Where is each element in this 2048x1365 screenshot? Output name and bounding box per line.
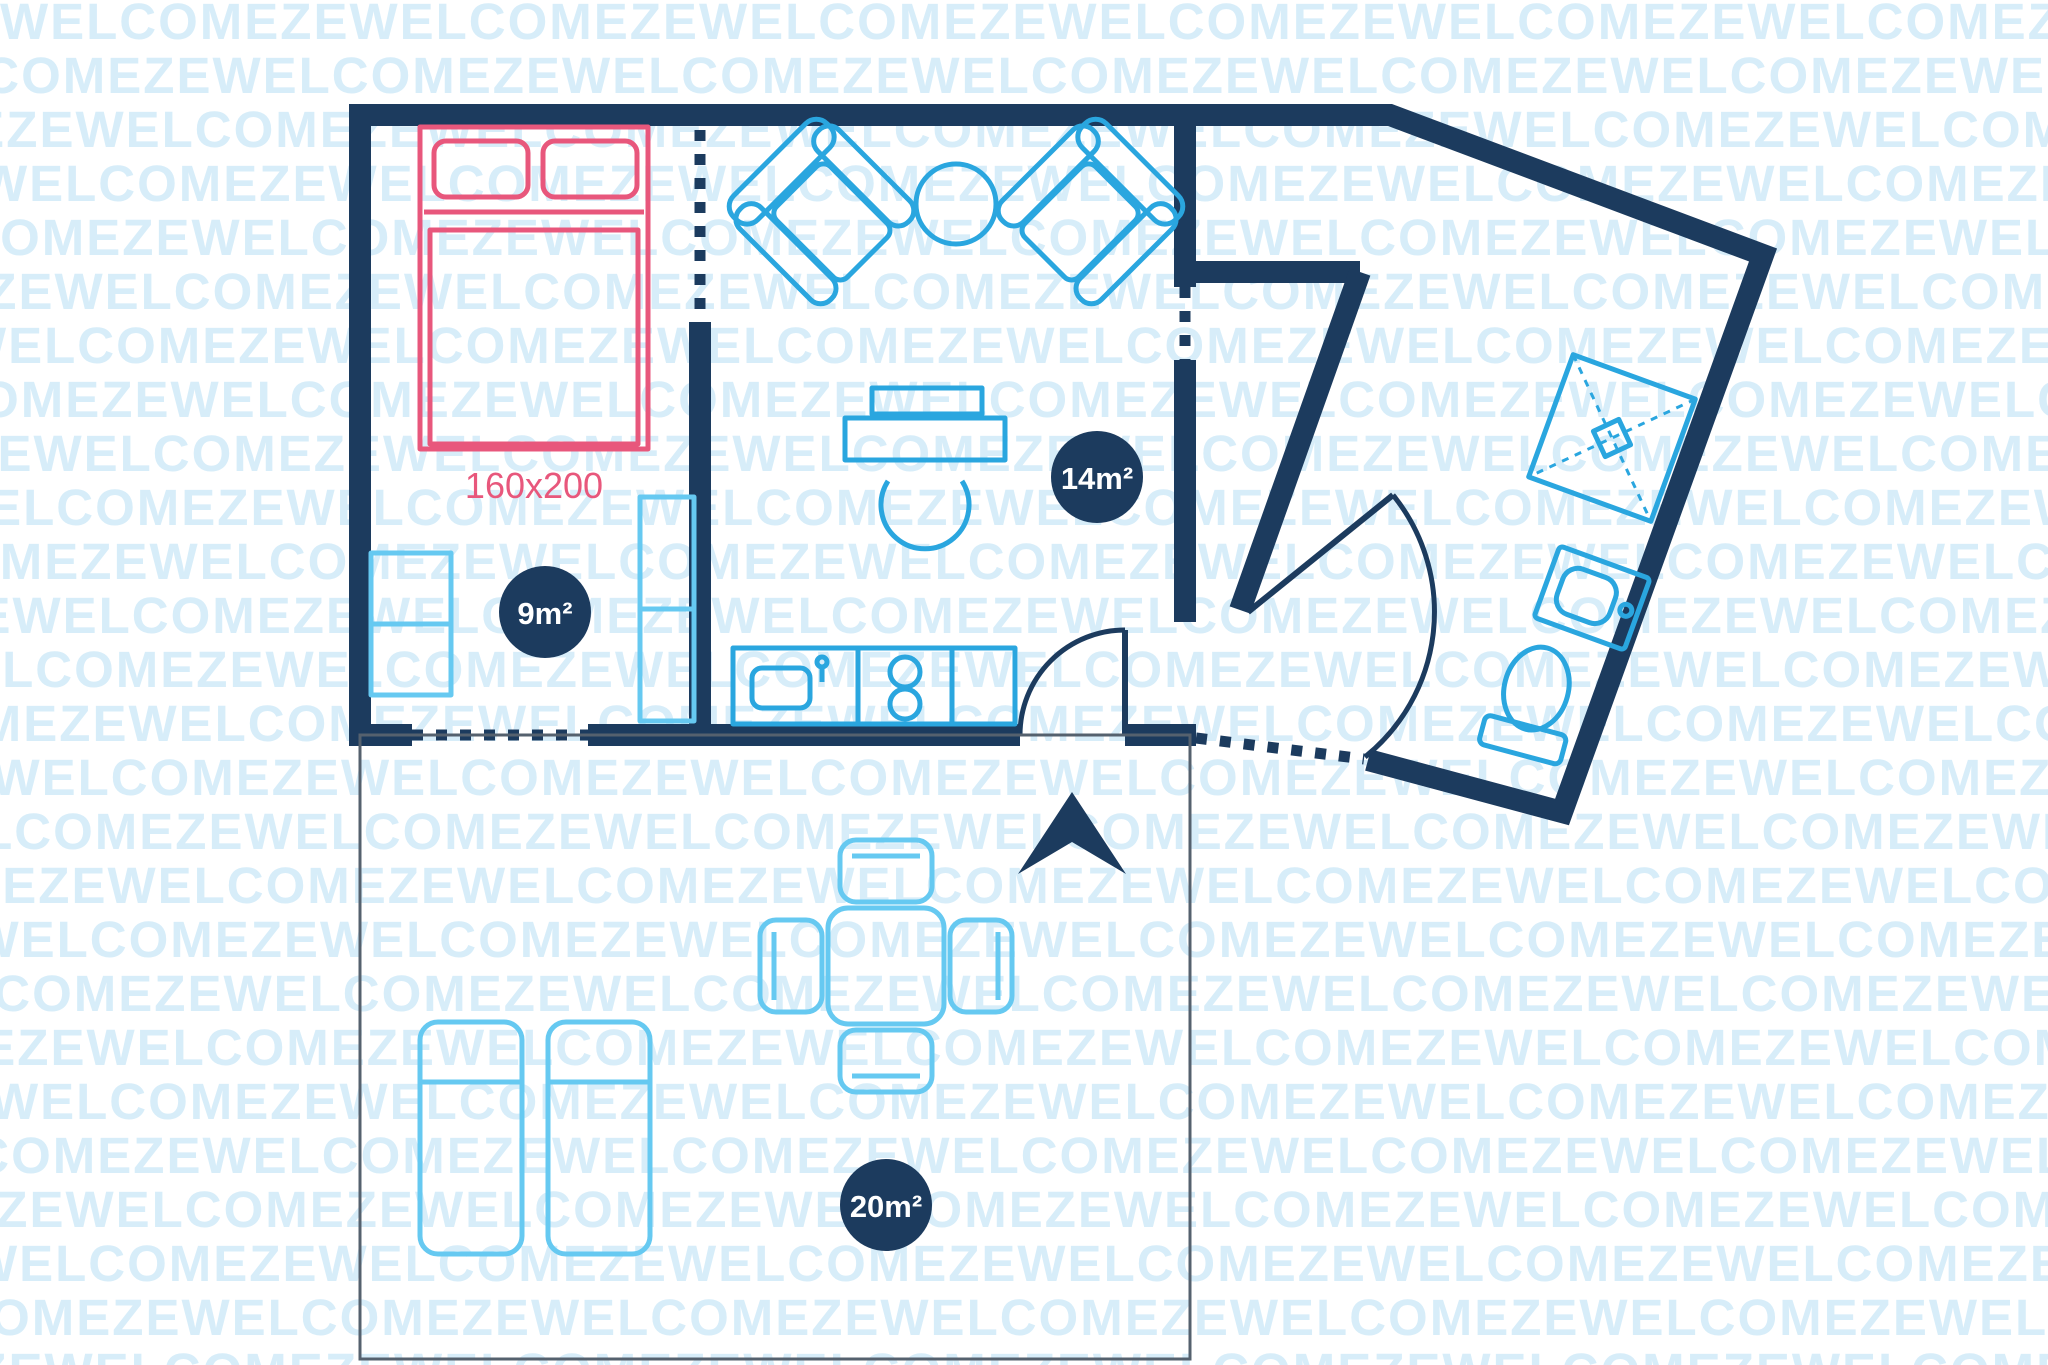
watermark-row: WELCOMEZEWELCOMEZEWELCOMEZEWELCOMEZEWELC… <box>0 965 2048 1022</box>
pillow-left <box>431 138 531 200</box>
outer-wall <box>349 104 1778 826</box>
terrace-outline <box>358 733 1192 1361</box>
armchair-back <box>726 116 837 227</box>
doors <box>1017 492 1437 759</box>
shower-drain <box>1590 416 1634 460</box>
watermark-row: WELCOMEZEWELCOMEZEWELCOMEZEWELCOMEZEWELC… <box>0 1235 2048 1292</box>
terrace-area-label: 20m² <box>850 1189 922 1224</box>
toilet-tank <box>1477 713 1569 767</box>
lounger-right <box>545 1019 653 1257</box>
kitchen-sink <box>749 665 813 711</box>
bedroom-area-label: 9m² <box>517 596 572 631</box>
entrance-arrow-icon <box>1018 792 1126 874</box>
watermark-row: WELCOMEZEWELCOMEZEWELCOMEZEWELCOMEZEWELC… <box>0 641 2048 698</box>
terrace-area-badge <box>840 1159 932 1251</box>
kitchen-counter <box>730 645 1018 727</box>
entrance-door-arc <box>1017 627 1126 736</box>
watermark-row: WELCOMEZEWELCOMEZEWELCOMEZEWELCOMEZEWELC… <box>0 1073 2048 1130</box>
armchair-seat <box>771 161 893 283</box>
toilet <box>1477 644 1572 767</box>
dining-chair-bottom <box>837 1027 935 1095</box>
bed-size-label: 160x200 <box>465 465 603 506</box>
watermark-row: WELCOMEZEWELCOMEZEWELCOMEZEWELCOMEZEWELC… <box>0 587 2048 644</box>
living-room: 14m² <box>726 116 1186 727</box>
bedroom: 160x200 9m² <box>368 124 697 724</box>
watermark-row: WELCOMEZEWELCOMEZEWELCOMEZEWELCOMEZEWELC… <box>0 533 2048 590</box>
watermark-row: WELCOMEZEWELCOMEZEWELCOMEZEWELCOMEZEWELC… <box>0 803 2048 860</box>
armchair-right <box>995 116 1186 307</box>
watermark-row: WELCOMEZEWELCOMEZEWELCOMEZEWELCOMEZEWELC… <box>0 1019 2048 1076</box>
shower-tray <box>1526 352 1698 524</box>
dining-chair-left <box>757 917 825 1015</box>
living-area-badge <box>1051 431 1143 523</box>
lounger-left <box>417 1019 525 1257</box>
bathroom-door-leaf <box>1246 492 1395 615</box>
dining-chair-top <box>837 837 935 905</box>
watermark-row: WELCOMEZEWELCOMEZEWELCOMEZEWELCOMEZEWELC… <box>0 317 2048 374</box>
watermark-row: WELCOMEZEWELCOMEZEWELCOMEZEWELCOMEZEWELC… <box>0 479 2048 536</box>
watermark-row: WELCOMEZEWELCOMEZEWELCOMEZEWELCOMEZEWELC… <box>0 47 2048 104</box>
bathroom-door-arc <box>1363 493 1437 759</box>
bedroom-area-badge <box>499 566 591 658</box>
bathroom-left-wall <box>1229 268 1371 614</box>
watermark-row: WELCOMEZEWELCOMEZEWELCOMEZEWELCOMEZEWELC… <box>0 155 2048 212</box>
shower-diagonal <box>1528 397 1696 479</box>
watermark-row: WELCOMEZEWELCOMEZEWELCOMEZEWELCOMEZEWELC… <box>0 1289 2048 1346</box>
sink-tap <box>1617 601 1635 619</box>
sink-cabinet <box>1532 544 1652 652</box>
armchair-left <box>726 116 917 307</box>
desk-chair <box>878 479 972 552</box>
hallway-window-dashed <box>1195 732 1365 765</box>
bed-blanket <box>427 227 641 447</box>
watermark-row: WELCOMEZEWELCOMEZEWELCOMEZEWELCOMEZEWELC… <box>0 911 2048 968</box>
stove-burner <box>887 654 923 690</box>
side-table <box>913 161 999 247</box>
armchair-back <box>1075 116 1186 227</box>
watermark-row: WELCOMEZEWELCOMEZEWELCOMEZEWELCOMEZEWELC… <box>0 0 2048 50</box>
dining-table <box>825 905 947 1027</box>
walls <box>349 104 1778 826</box>
armchair-armrest <box>1073 201 1179 307</box>
watermark-row: WELCOMEZEWELCOMEZEWELCOMEZEWELCOMEZEWELC… <box>0 1181 2048 1238</box>
desk-shelf <box>869 385 985 417</box>
armchair-seat <box>1019 161 1141 283</box>
armchair-armrest <box>995 123 1101 229</box>
stove-burner <box>887 686 923 722</box>
terrace: 20m² <box>358 733 1192 1361</box>
kitchen <box>730 645 1018 727</box>
bed <box>417 124 651 452</box>
toilet-bowl <box>1501 644 1572 733</box>
living-area-label: 14m² <box>1061 461 1133 496</box>
pillow-right <box>540 138 640 200</box>
bathroom-sink <box>1532 544 1652 652</box>
watermark-row: WELCOMEZEWELCOMEZEWELCOMEZEWELCOMEZEWELC… <box>0 1127 2048 1184</box>
shower <box>1526 352 1698 524</box>
bathroom <box>1477 352 1698 767</box>
kitchen-tap <box>814 654 830 670</box>
shower-diagonal <box>1571 354 1653 522</box>
dining-chair-right <box>947 917 1015 1015</box>
watermark-row: WELCOMEZEWELCOMEZEWELCOMEZEWELCOMEZEWELC… <box>0 263 2048 320</box>
armchair-armrest <box>811 123 917 229</box>
desk <box>842 415 1008 463</box>
armchair-armrest <box>733 201 839 307</box>
sink-basin <box>1553 565 1619 627</box>
watermark-row: WELCOMEZEWELCOMEZEWELCOMEZEWELCOMEZEWELC… <box>0 749 2048 806</box>
